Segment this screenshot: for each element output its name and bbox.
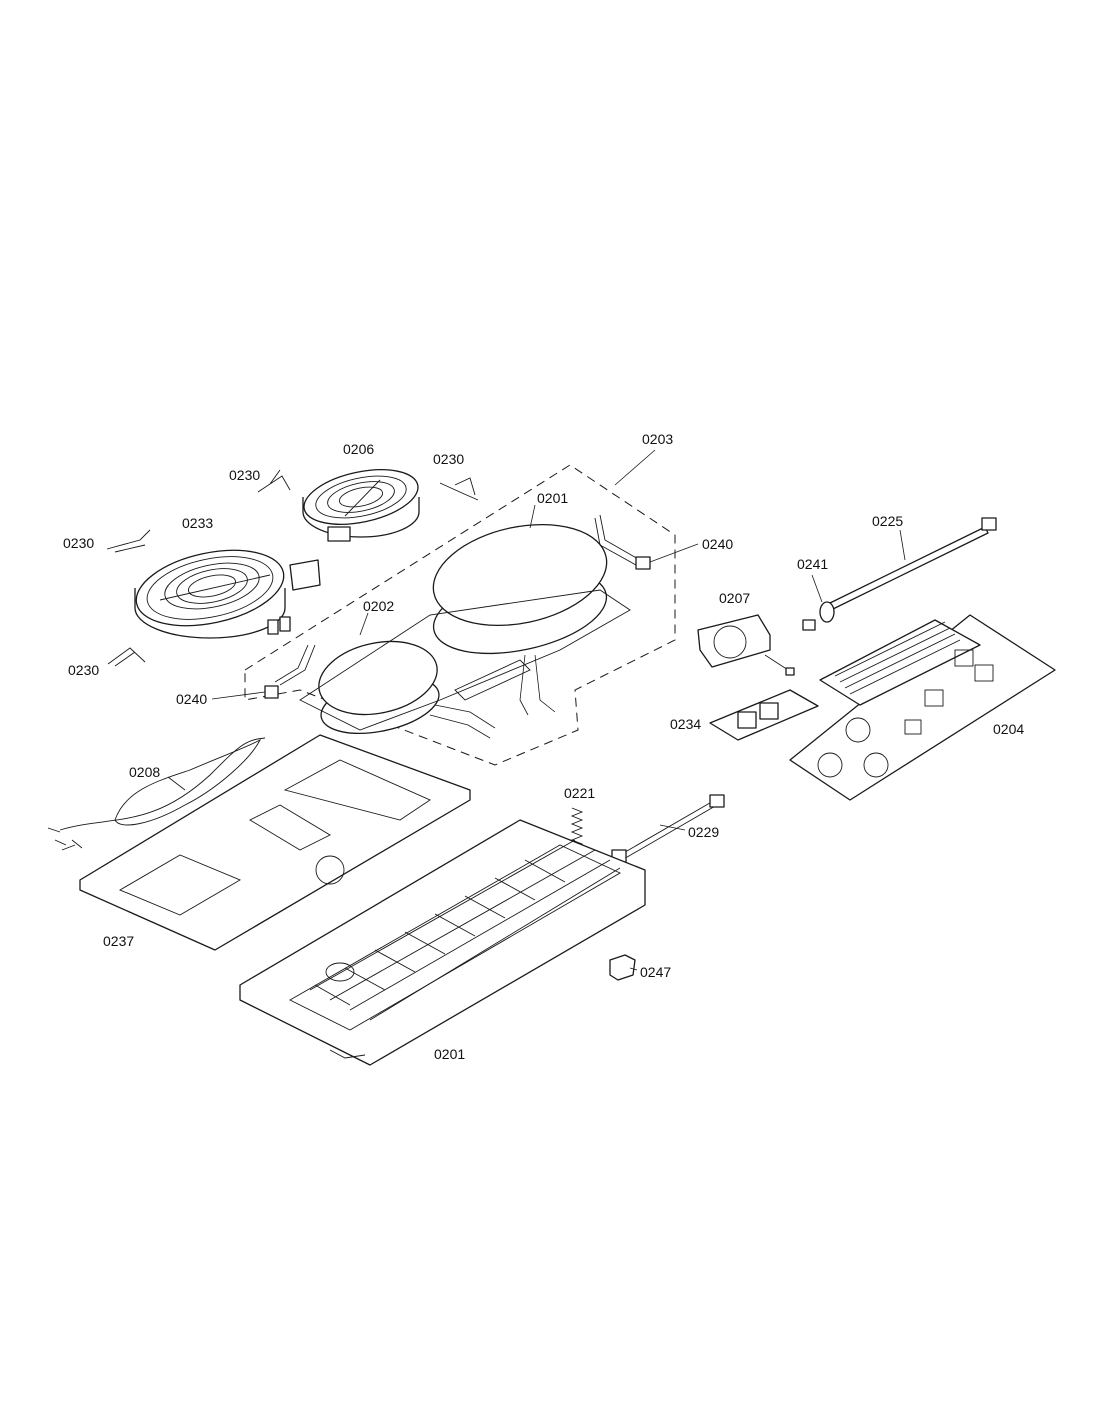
rod-0225 <box>829 517 997 610</box>
clip-0230-b <box>439 477 479 501</box>
label-0230-b: 0230 <box>433 451 464 467</box>
label-0201-top: 0201 <box>537 490 568 506</box>
label-0234: 0234 <box>670 716 701 732</box>
label-0230-a: 0230 <box>229 467 260 483</box>
connector-0240-right <box>594 514 651 570</box>
label-0233: 0233 <box>182 515 213 531</box>
label-0225: 0225 <box>872 513 903 529</box>
label-0247: 0247 <box>640 964 671 980</box>
fan-0207 <box>697 614 795 676</box>
connector-0240-left <box>264 644 316 699</box>
induction-coil-small-0202 <box>318 640 496 739</box>
label-0207: 0207 <box>719 590 750 606</box>
label-0230-c: 0230 <box>63 535 94 551</box>
label-0221: 0221 <box>564 785 595 801</box>
label-0202: 0202 <box>363 598 394 614</box>
label-0237: 0237 <box>103 933 134 949</box>
connector-0247 <box>609 954 636 981</box>
label-0203: 0203 <box>642 431 673 447</box>
circuit-board-0234 <box>709 689 819 741</box>
label-0240-left: 0240 <box>176 691 207 707</box>
bottom-housing-0201 <box>239 819 646 1066</box>
label-0241: 0241 <box>797 556 828 572</box>
leader-lines <box>167 449 906 971</box>
label-0201-bottom: 0201 <box>434 1046 465 1062</box>
radiant-element-0233 <box>134 549 321 639</box>
label-0208: 0208 <box>129 764 160 780</box>
label-0240-right: 0240 <box>702 536 733 552</box>
coil-carrier-plate <box>299 589 631 731</box>
part-labels: 0203 0206 0230 0230 0201 0233 0230 0240 … <box>63 431 1024 1062</box>
label-0230-d: 0230 <box>68 662 99 678</box>
clip-0230-a <box>257 469 291 493</box>
clip-0230-d <box>107 647 146 667</box>
radiant-element-0206 <box>302 469 420 542</box>
power-board-0204 <box>789 614 1056 801</box>
clip-0230-c <box>106 529 151 553</box>
wire-harness-0208 <box>47 737 266 851</box>
label-0229: 0229 <box>688 824 719 840</box>
bushing-0241 <box>802 601 835 631</box>
shield-tray-0237 <box>79 734 471 951</box>
induction-coil-large-0201 <box>432 523 608 716</box>
label-0204: 0204 <box>993 721 1024 737</box>
label-0206: 0206 <box>343 441 374 457</box>
